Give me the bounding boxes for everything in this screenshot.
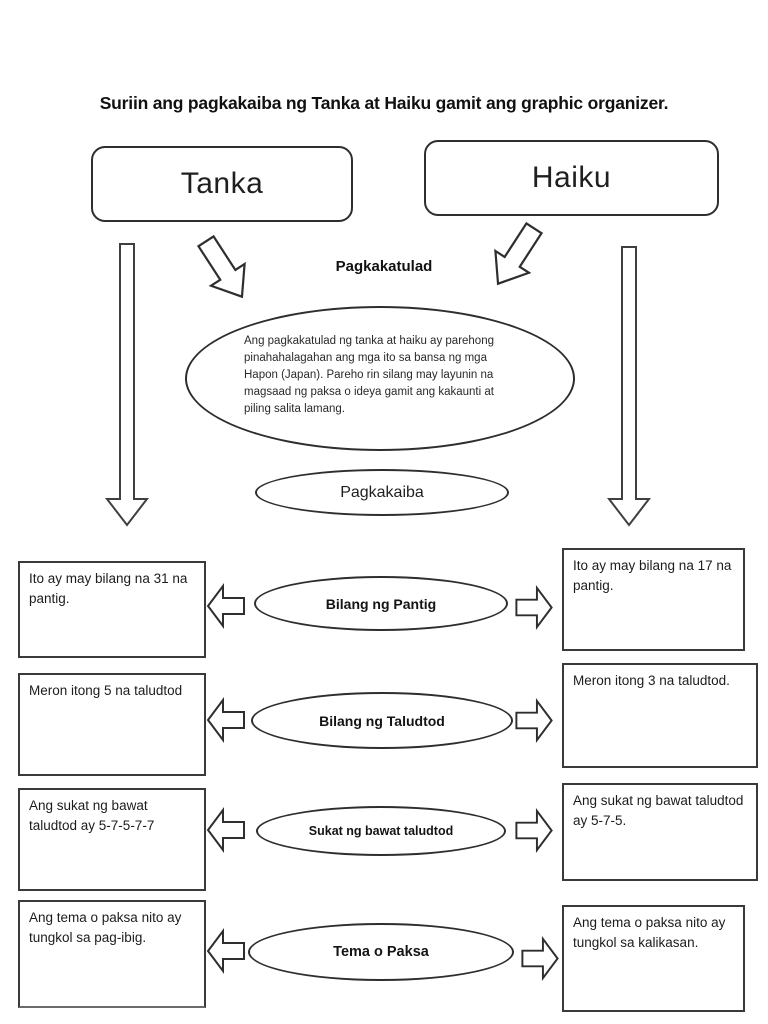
page-title: Suriin ang pagkakaiba ng Tanka at Haiku …: [99, 93, 669, 113]
right-arrow-icon: [515, 808, 553, 853]
haiku-down-arrow-icon: [607, 246, 651, 527]
tanka-down-arrow-icon: [105, 243, 149, 527]
left-arrow-icon: [206, 928, 245, 974]
haiku-header-box: Haiku: [424, 140, 719, 216]
left-arrow-icon: [206, 697, 245, 743]
haiku-tema-box: Ang tema o paksa nito ay tungkol sa kali…: [562, 905, 745, 1012]
haiku-taludtod-box: Meron itong 3 na taludtod.: [562, 663, 758, 768]
tanka-diagonal-arrow-icon: [196, 234, 246, 299]
tanka-header-box: Tanka: [91, 146, 353, 222]
tanka-tema-text: Ang tema o paksa nito ay tungkol sa pag-…: [29, 910, 182, 945]
haiku-taludtod-text: Meron itong 3 na taludtod.: [573, 673, 730, 688]
left-arrow-icon: [206, 807, 245, 853]
left-arrow-icon: [206, 583, 245, 629]
right-arrow-icon: [515, 585, 553, 630]
tanka-pantig-text: Ito ay may bilang na 31 na pantig.: [29, 571, 188, 606]
differences-heading-ellipse: Pagkakaiba: [255, 469, 509, 516]
category-pantig-ellipse: Bilang ng Pantig: [254, 576, 508, 631]
tanka-tema-box: Ang tema o paksa nito ay tungkol sa pag-…: [18, 900, 206, 1008]
haiku-sukat-box: Ang sukat ng bawat taludtod ay 5-7-5.: [562, 783, 758, 881]
category-pantig-label: Bilang ng Pantig: [325, 595, 437, 612]
tanka-sukat-text: Ang sukat ng bawat taludtod ay 5-7-5-7-7: [29, 798, 155, 833]
category-sukat-label: Sukat ng bawat taludtod: [308, 824, 454, 838]
category-sukat-ellipse: Sukat ng bawat taludtod: [256, 806, 506, 856]
haiku-pantig-box: Ito ay may bilang na 17 na pantig.: [562, 548, 745, 651]
haiku-pantig-text: Ito ay may bilang na 17 na pantig.: [573, 558, 732, 593]
haiku-label: Haiku: [531, 161, 612, 194]
haiku-diagonal-arrow-icon: [494, 221, 544, 286]
right-arrow-icon: [515, 698, 553, 743]
differences-label: Pagkakaiba: [340, 483, 424, 501]
category-tema-ellipse: Tema o Paksa: [248, 923, 514, 981]
haiku-tema-text: Ang tema o paksa nito ay tungkol sa kali…: [573, 915, 726, 950]
right-arrow-icon: [521, 936, 559, 981]
tanka-pantig-box: Ito ay may bilang na 31 na pantig.: [18, 561, 206, 658]
haiku-sukat-text: Ang sukat ng bawat taludtod ay 5-7-5.: [573, 793, 744, 828]
similarities-text: Ang pagkakatulad ng tanka at haiku ay pa…: [244, 335, 494, 415]
category-tema-label: Tema o Paksa: [333, 944, 429, 960]
tanka-sukat-box: Ang sukat ng bawat taludtod ay 5-7-5-7-7: [18, 788, 206, 891]
similarities-heading: Pagkakatulad: [335, 258, 433, 275]
tanka-label: Tanka: [180, 167, 264, 200]
similarities-ellipse: Ang pagkakatulad ng tanka at haiku ay pa…: [185, 306, 575, 451]
tanka-taludtod-text: Meron itong 5 na taludtod: [29, 683, 183, 698]
tanka-taludtod-box: Meron itong 5 na taludtod: [18, 673, 206, 776]
category-taludtod-label: Bilang ng Taludtod: [319, 712, 445, 729]
category-taludtod-ellipse: Bilang ng Taludtod: [251, 692, 513, 749]
